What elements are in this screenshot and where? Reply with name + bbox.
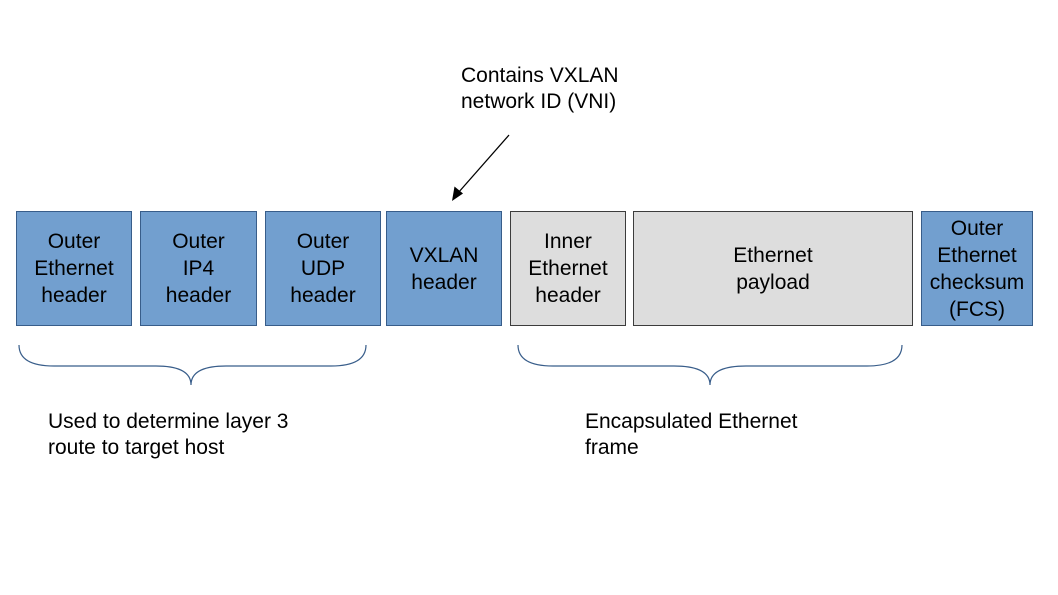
left-brace-caption: Used to determine layer 3 route to targe…	[48, 410, 289, 459]
left-curly-brace	[18, 344, 367, 386]
outer-udp-header-field: Outer UDP header	[265, 211, 381, 326]
right-brace-caption: Encapsulated Ethernet frame	[585, 410, 798, 459]
vni-callout-text: Contains VXLAN network ID (VNI)	[461, 64, 619, 113]
outer-ethernet-checksum-field: Outer Ethernet checksum (FCS)	[921, 211, 1033, 326]
right-curly-brace	[517, 344, 903, 386]
vni-arrow-head	[452, 186, 463, 201]
vxlan-header-field: VXLAN header	[386, 211, 502, 326]
outer-ip4-header-field: Outer IP4 header	[140, 211, 257, 326]
outer-ethernet-header-field: Outer Ethernet header	[16, 211, 132, 326]
vni-arrow-line	[457, 134, 510, 194]
ethernet-payload-field: Ethernet payload	[633, 211, 913, 326]
inner-ethernet-header-field: Inner Ethernet header	[510, 211, 626, 326]
